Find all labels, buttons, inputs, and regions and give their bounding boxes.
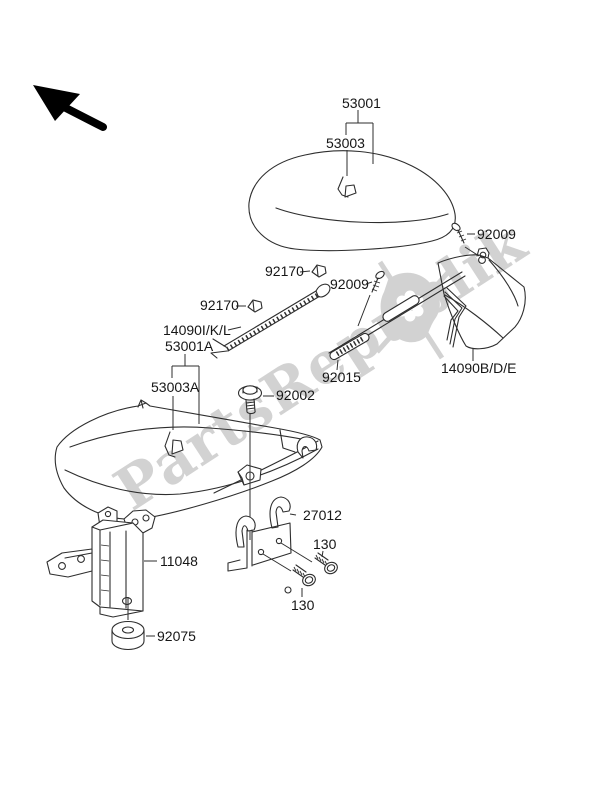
seat-hook-tab-front <box>164 431 184 458</box>
part-label-92009: 92009 <box>477 226 516 242</box>
bracket-27012 <box>227 496 313 594</box>
screw-92009-middle <box>357 270 385 327</box>
part-label-92170: 92170 <box>200 297 239 313</box>
damper-92075 <box>111 597 155 651</box>
part-label-92015: 92015 <box>322 369 361 385</box>
seat-lock-rod <box>328 271 466 358</box>
part-label-92009: 92009 <box>330 276 369 292</box>
bolt-130-lower <box>292 564 316 597</box>
part-label-14090I-K-L: 14090I/K/L <box>163 322 231 338</box>
part-label-27012: 27012 <box>303 507 342 523</box>
part-label-92002: 92002 <box>276 387 315 403</box>
part-label-53001: 53001 <box>342 95 381 111</box>
seat-hook-tab <box>337 176 357 198</box>
bolt-130-upper <box>314 550 338 575</box>
bracket-11048 <box>46 506 157 618</box>
part-label-53003: 53003 <box>326 135 365 151</box>
direction-arrow <box>33 85 107 131</box>
bracket-92015 <box>329 332 370 371</box>
part-label-53003A: 53003A <box>151 379 200 395</box>
part-label-53001A: 53001A <box>165 338 214 354</box>
part-label-14090B-D-E: 14090B/D/E <box>441 360 517 376</box>
part-label-130: 130 <box>313 536 337 552</box>
trim-rail <box>210 283 331 359</box>
rear-seat-cover <box>248 150 456 252</box>
part-label-92075: 92075 <box>157 628 196 644</box>
clip-92170-upper <box>299 264 327 278</box>
callout-lines-53001-53003 <box>345 110 374 176</box>
part-label-92170: 92170 <box>265 263 304 279</box>
part-number-labels: 53001 53003 92009 92170 92009 92170 14090I/K/L… <box>151 95 517 644</box>
clip-92170-lower <box>236 299 263 313</box>
callout-lines-53001a-53003a <box>171 354 200 430</box>
seat-rear-hook <box>296 436 318 459</box>
part-label-11048: 11048 <box>160 553 198 569</box>
screw-92009-top <box>451 222 486 264</box>
tail-cowl <box>437 247 526 361</box>
part-label-130: 130 <box>291 597 315 613</box>
